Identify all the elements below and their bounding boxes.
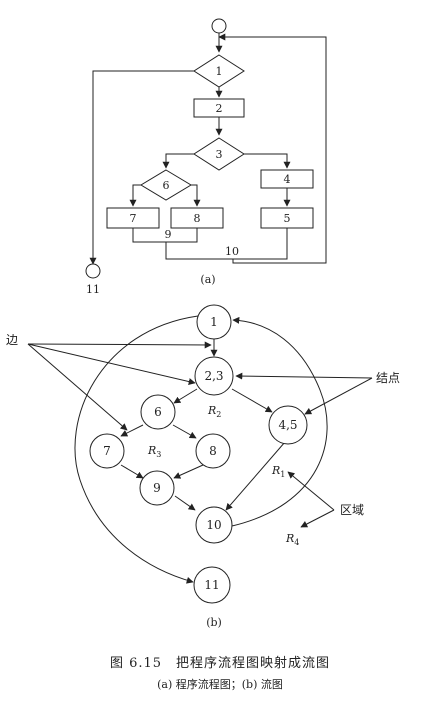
node-b-9: [139, 470, 175, 506]
flow-graph: [27, 304, 373, 604]
end-terminal: [85, 263, 101, 279]
node-b-10-label: 10: [206, 518, 221, 532]
region-r2: R2: [207, 404, 221, 419]
node-b-8-label: 8: [209, 444, 217, 458]
decision-node-3: [193, 137, 245, 171]
program-flowchart: [85, 18, 327, 279]
node-a-5: 5: [284, 212, 291, 225]
node-b-1-label: 1: [210, 315, 218, 329]
decision-node-6: [140, 169, 192, 201]
region-annotation: 区域: [340, 503, 364, 517]
node-b-11: [193, 566, 231, 604]
node-a-7: 7: [130, 212, 137, 225]
figure-subcaption: (a) 程序流程图；(b) 流图: [157, 678, 283, 691]
node-a-4: 4: [284, 173, 291, 186]
node-b-23: [194, 356, 234, 396]
region-r3: R3: [147, 444, 161, 459]
node-b-6-label: 6: [154, 405, 162, 419]
part-b-label: (b): [206, 616, 222, 629]
node-b-6: [140, 394, 176, 430]
node-b-10: [195, 506, 233, 544]
node-b-23-label: 2,3: [204, 369, 223, 383]
region-r4: R4: [285, 532, 299, 547]
node-a-6: 6: [163, 179, 170, 192]
node-a-8: 8: [194, 212, 201, 225]
figure-caption: 图 6.15 把程序流程图映射成流图: [109, 656, 331, 671]
node-b-11-label: 11: [204, 578, 219, 592]
flow-graph-labels: 1 2,3 6 4,5 7 8 9 10 11 边 结点 区域 R1 R2 R3…: [6, 315, 400, 629]
node-b-45: [268, 405, 308, 445]
node-b-9-label: 9: [153, 481, 161, 495]
node-a-10: 10: [225, 245, 239, 258]
node-annotation: 结点: [376, 371, 400, 385]
node-b-45-label: 4,5: [278, 418, 297, 432]
region-r1: R1: [271, 464, 285, 479]
node-b-7-label: 7: [103, 444, 111, 458]
node-a-1: 1: [216, 65, 223, 78]
node-a-3: 3: [216, 148, 223, 161]
node-b-7: [89, 433, 125, 469]
start-terminal: [211, 18, 227, 34]
flowchart-labels: 1 2 3 4 5 6 7 8 9 10 11 (a): [86, 65, 291, 296]
node-b-8: [195, 433, 231, 469]
part-a-label: (a): [200, 273, 215, 286]
node-a-2: 2: [216, 102, 223, 115]
node-a-9: 9: [165, 228, 172, 241]
node-a-11: 11: [86, 283, 100, 296]
edge-annotation: 边: [6, 333, 18, 347]
node-b-1: [196, 304, 232, 340]
